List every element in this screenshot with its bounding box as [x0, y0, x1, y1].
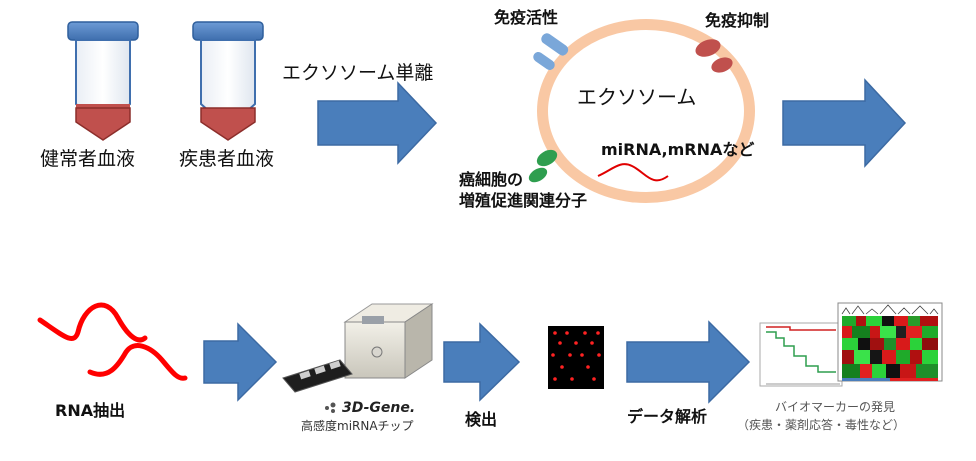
- immune-activation-label: 免疫活性: [494, 8, 559, 27]
- cancer-molecule-label-1: 癌細胞の: [459, 170, 524, 189]
- microarray-image: [548, 326, 604, 389]
- tube-patient-label: 疾患者血液: [179, 148, 275, 170]
- receptor-green-icon: [528, 149, 558, 183]
- rna-extraction-label: RNA抽出: [55, 401, 126, 420]
- data-analysis-label: データ解析: [627, 407, 708, 426]
- brand-name: 3D-Gene.: [342, 400, 416, 416]
- exosome-title: エクソソーム: [577, 85, 697, 109]
- chip-slide-icon: [282, 359, 353, 393]
- immune-suppression-label: 免疫抑制: [705, 11, 770, 30]
- biomarker-label-1: バイオマーカーの発見: [775, 400, 896, 414]
- arrow-isolation: [317, 81, 438, 165]
- cargo-label: miRNA,mRNAなど: [601, 140, 755, 159]
- tube-healthy-label: 健常者血液: [40, 148, 136, 170]
- receptor-red-icon: [695, 39, 733, 73]
- brand-logo-icon: [325, 402, 336, 413]
- receptor-blue-icon: [533, 33, 569, 71]
- scanner-device-icon: [343, 303, 434, 379]
- heatmap-image: [837, 302, 943, 382]
- arrow-chip-to-detection: [443, 322, 521, 402]
- detection-label: 検出: [465, 410, 498, 429]
- arrow-top-right: [782, 78, 907, 168]
- tube-patient-icon: [192, 21, 264, 141]
- arrow-detection-to-analysis: [626, 320, 751, 404]
- rna-strands-icon: [37, 302, 188, 381]
- tube-healthy-icon: [67, 21, 139, 141]
- chip-caption: 高感度miRNAチップ: [301, 419, 414, 433]
- cancer-molecule-label-2: 増殖促進関連分子: [459, 191, 588, 210]
- rna-strand-icon: [597, 163, 669, 182]
- survival-curve-image: [759, 322, 843, 387]
- biomarker-label-2: （疾患・薬剤応答・毒性など）: [737, 418, 906, 432]
- exosome-membrane: [537, 19, 755, 203]
- arrow-rna-to-chip: [203, 322, 278, 402]
- isolation-label: エクソソーム単離: [282, 62, 434, 84]
